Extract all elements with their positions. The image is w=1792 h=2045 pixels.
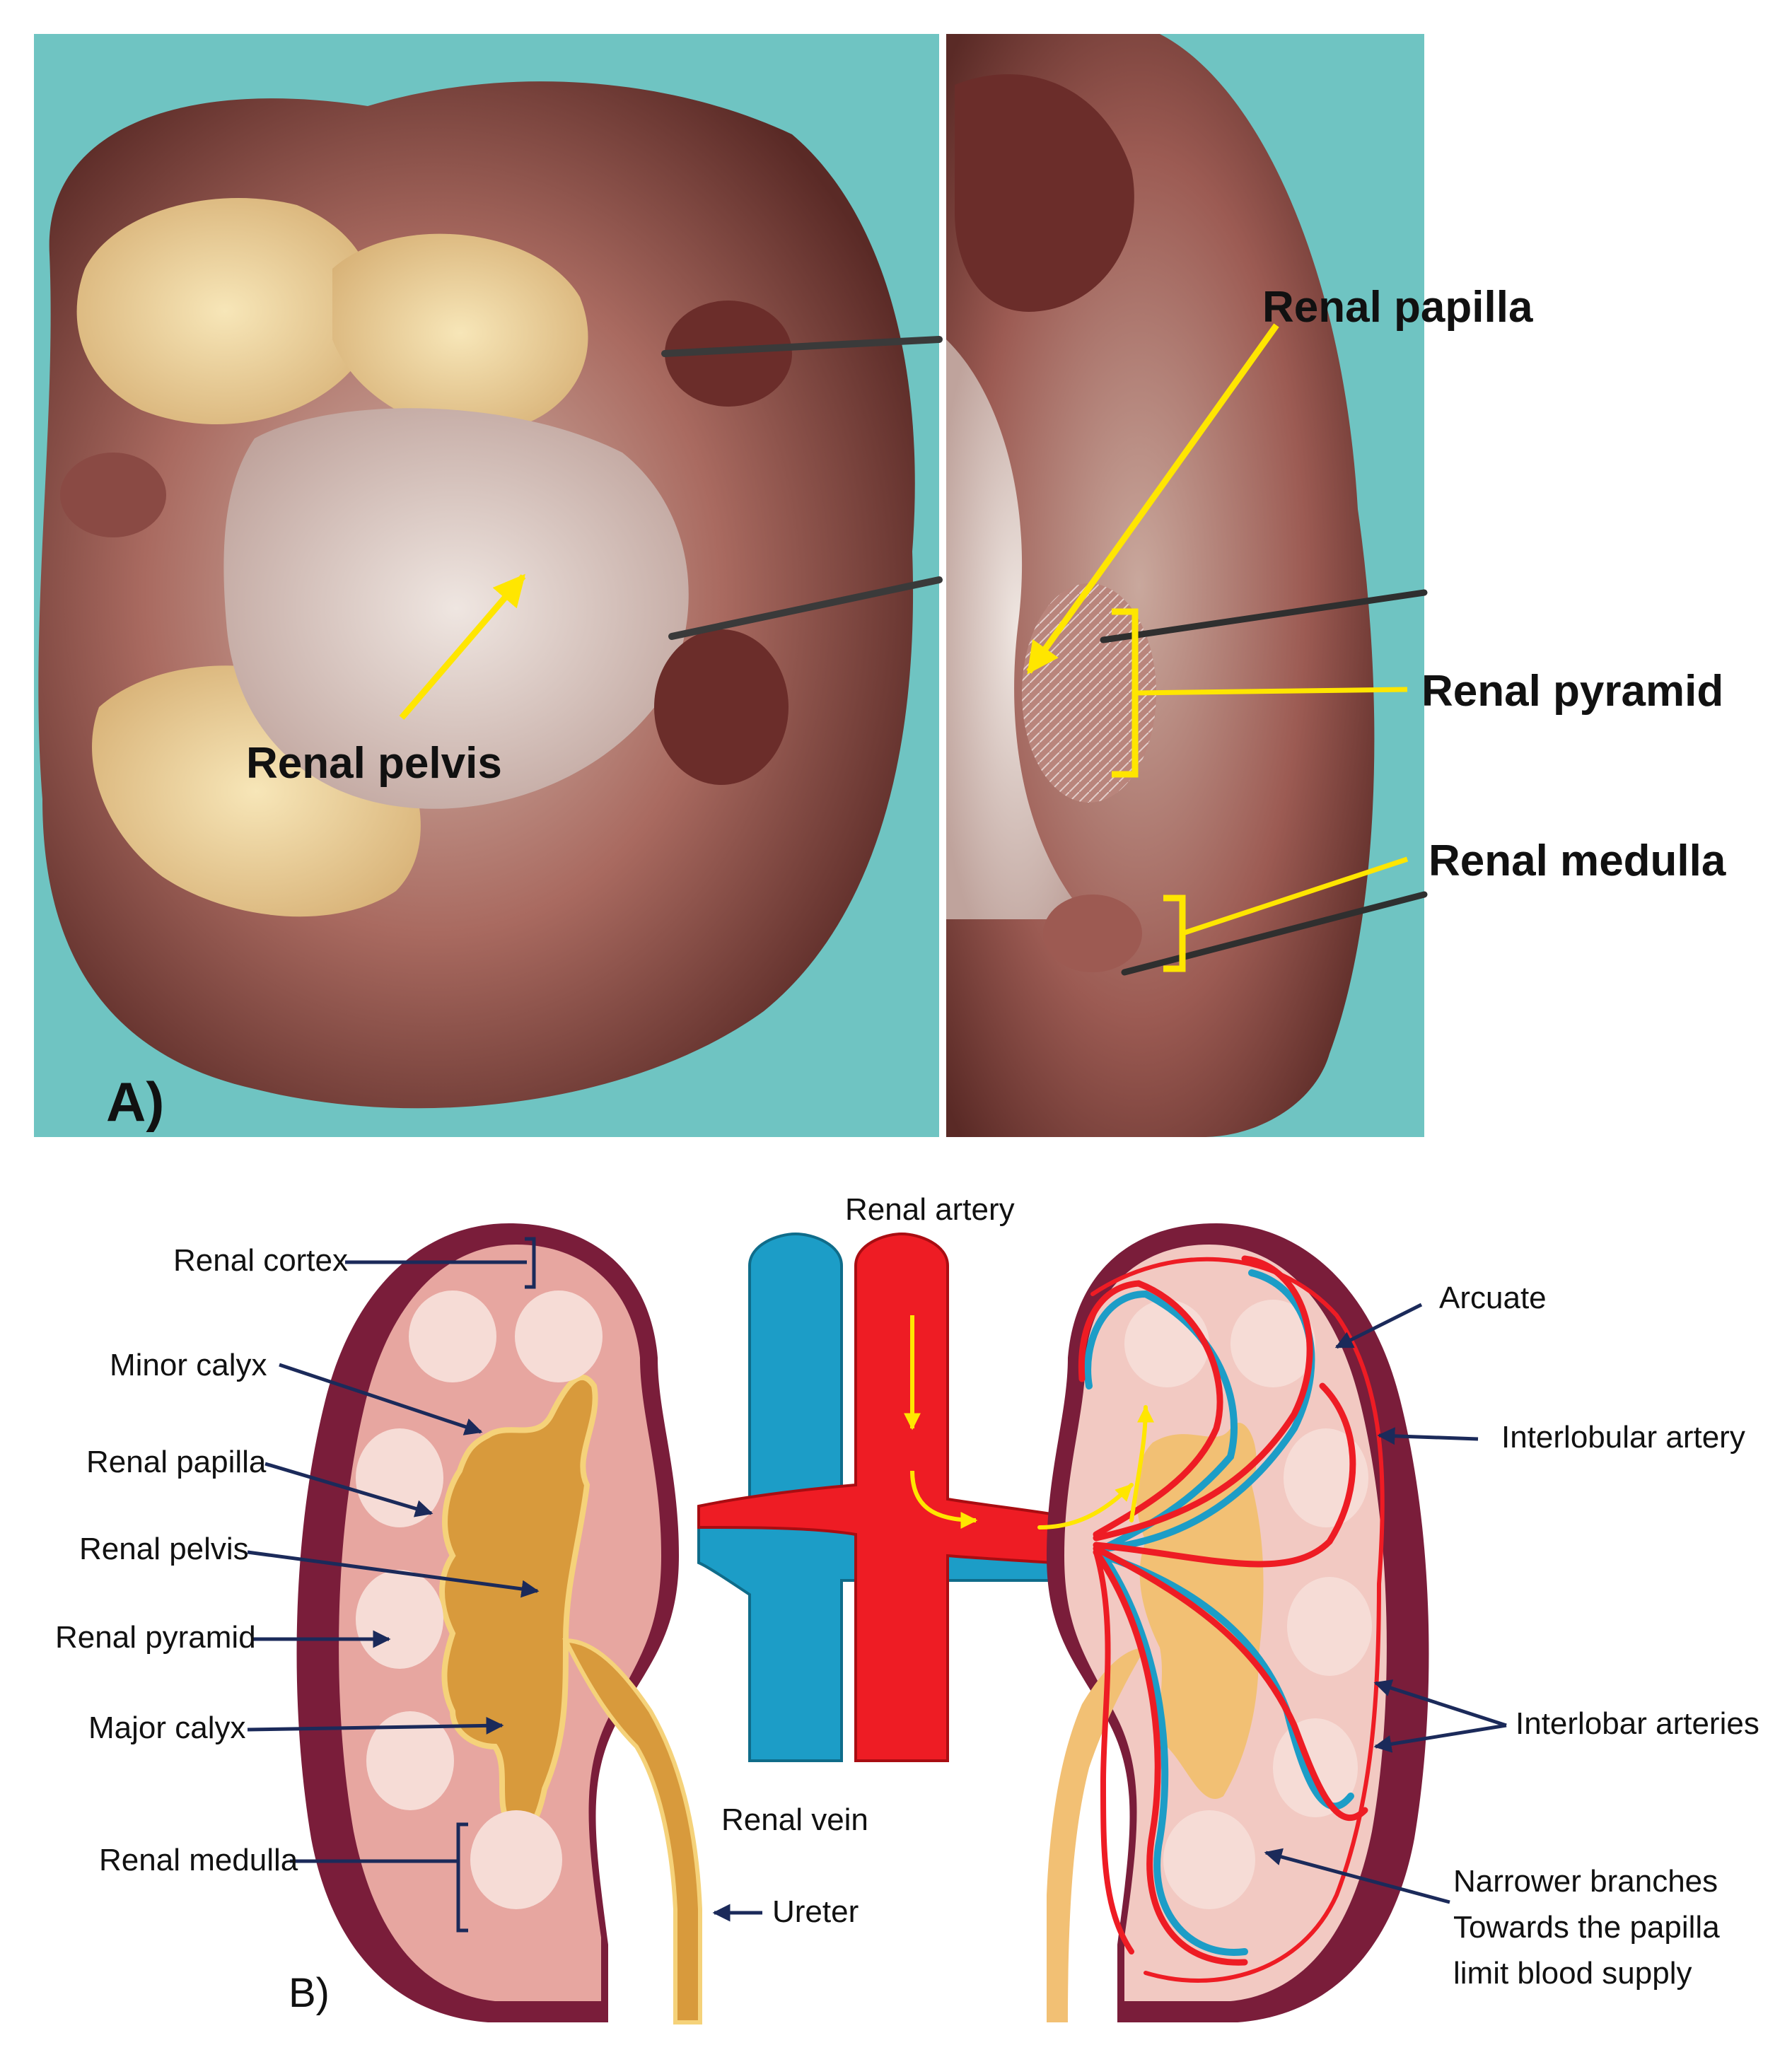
leader-arcuate bbox=[1334, 1303, 1423, 1349]
kidney-section-right bbox=[946, 34, 1375, 1137]
renal-pelvis-tissue-right bbox=[946, 339, 1089, 919]
label-interlobular-artery: Interlobular artery bbox=[1501, 1420, 1745, 1455]
leader-interlobar-artery-2 bbox=[1373, 1723, 1507, 1753]
artery-branch bbox=[1093, 1255, 1313, 1542]
label-renal-papilla-photo: Renal papilla bbox=[1262, 283, 1533, 332]
vessel-opening-left bbox=[60, 453, 166, 537]
leader-minor-calyx bbox=[279, 1363, 483, 1435]
photo-left: Renal pelvis A) bbox=[34, 34, 943, 1137]
probe-lower bbox=[668, 576, 943, 640]
flow-arrow-up bbox=[1129, 1405, 1154, 1522]
leader-renal-papilla bbox=[264, 1462, 434, 1517]
renal-pelvis-tissue bbox=[223, 408, 689, 809]
renal-pyramid bbox=[366, 1711, 454, 1810]
vein-branch bbox=[1100, 1552, 1248, 1956]
artery-branch bbox=[1078, 1280, 1223, 1538]
calyx-opening-lower bbox=[654, 629, 789, 785]
renal-pyramid bbox=[1124, 1300, 1209, 1387]
leader-renal-pelvis bbox=[247, 1550, 540, 1598]
label-renal-cortex: Renal cortex bbox=[173, 1243, 348, 1278]
vein-branch bbox=[1084, 1290, 1238, 1552]
ureter-left bbox=[562, 1638, 702, 2024]
label-renal-pelvis-photo: Renal pelvis bbox=[246, 739, 502, 788]
renal-pyramid bbox=[1230, 1300, 1315, 1387]
probe-upper bbox=[661, 336, 943, 357]
label-renal-papilla: Renal papilla bbox=[86, 1445, 267, 1479]
ureter-right bbox=[1047, 1648, 1146, 2022]
bracket-renal-cortex bbox=[525, 1237, 536, 1289]
artery-branch bbox=[1093, 1549, 1134, 1954]
flow-arrow-entry bbox=[1037, 1483, 1134, 1530]
renal-pyramid bbox=[1163, 1810, 1255, 1909]
label-major-calyx: Major calyx bbox=[88, 1711, 246, 1745]
leader-major-calyx bbox=[247, 1716, 504, 1735]
renal-medulla-leader bbox=[1181, 856, 1409, 936]
renal-pyramid-leader bbox=[1134, 687, 1408, 696]
label-renal-pelvis: Renal pelvis bbox=[79, 1532, 249, 1566]
fat-lobe-upper-left bbox=[76, 198, 374, 424]
renal-pyramid bbox=[1284, 1428, 1368, 1527]
label-renal-vein: Renal vein bbox=[721, 1802, 868, 1837]
panel-a: Renal pelvis A) Renal papilla Renal pyra… bbox=[34, 34, 1726, 1137]
label-renal-artery: Renal artery bbox=[845, 1192, 1015, 1227]
label-renal-pyramid-photo: Renal pyramid bbox=[1421, 667, 1723, 716]
vascular-network bbox=[1037, 1255, 1385, 1983]
right-leader-lines bbox=[1264, 1303, 1507, 1904]
renal-medulla-tissue bbox=[1043, 895, 1142, 972]
label-arcuate: Arcuate bbox=[1439, 1281, 1547, 1315]
label-minor-calyx: Minor calyx bbox=[110, 1348, 267, 1382]
label-ureter: Ureter bbox=[772, 1894, 859, 1929]
left-leader-lines bbox=[247, 1237, 762, 1933]
label-interlobar-arteries: Interlobar arteries bbox=[1515, 1706, 1759, 1741]
bracket-renal-medulla bbox=[456, 1822, 468, 1933]
leader-interlobar-artery-1 bbox=[1373, 1679, 1507, 1728]
vein-branch bbox=[1100, 1269, 1315, 1552]
renal-pyramid bbox=[1287, 1577, 1372, 1676]
artery-branch bbox=[1093, 1382, 1356, 1568]
renal-pyramid bbox=[356, 1570, 443, 1669]
panel-a-label: A) bbox=[106, 1071, 164, 1133]
renal-pyramid bbox=[409, 1290, 496, 1382]
artery-branch bbox=[1093, 1545, 1368, 1822]
renal-pelvis-pointer bbox=[399, 573, 526, 720]
leader-narrower-branches bbox=[1264, 1848, 1450, 1904]
label-narrower-branches-line1: Narrower branches bbox=[1453, 1864, 1718, 1899]
artery-branch bbox=[1093, 1549, 1248, 1966]
label-renal-medulla-photo: Renal medulla bbox=[1429, 837, 1726, 885]
probe-right-upper bbox=[1100, 589, 1428, 643]
leader-interlobular-artery bbox=[1377, 1427, 1479, 1445]
kidney-vasculature-right bbox=[1037, 1223, 1429, 2022]
renal-vessels bbox=[697, 1232, 1105, 1762]
fat-lobe-upper-center bbox=[332, 233, 588, 433]
panel-b: Renal cortex Minor calyx Renal papilla R… bbox=[55, 1192, 1759, 2024]
renal-pyramid bbox=[515, 1290, 603, 1382]
kidney-anatomy-left bbox=[296, 1223, 702, 2024]
calyx-opening-right-upper bbox=[955, 74, 1134, 312]
label-renal-medulla: Renal medulla bbox=[99, 1843, 298, 1877]
renal-pyramid bbox=[470, 1810, 562, 1909]
arcuate-loop bbox=[1090, 1257, 1385, 1983]
label-narrower-branches-line3: limit blood supply bbox=[1453, 1956, 1692, 1991]
renal-papilla-pointer bbox=[1026, 323, 1279, 675]
probe-right-lower bbox=[1121, 891, 1428, 976]
label-narrower-branches-line2: Towards the papilla bbox=[1453, 1910, 1720, 1945]
photo-right bbox=[946, 34, 1428, 1137]
panel-b-label: B) bbox=[289, 1970, 330, 2016]
artery-flow-arrow-right bbox=[910, 1470, 978, 1529]
label-renal-pyramid: Renal pyramid bbox=[55, 1620, 256, 1655]
